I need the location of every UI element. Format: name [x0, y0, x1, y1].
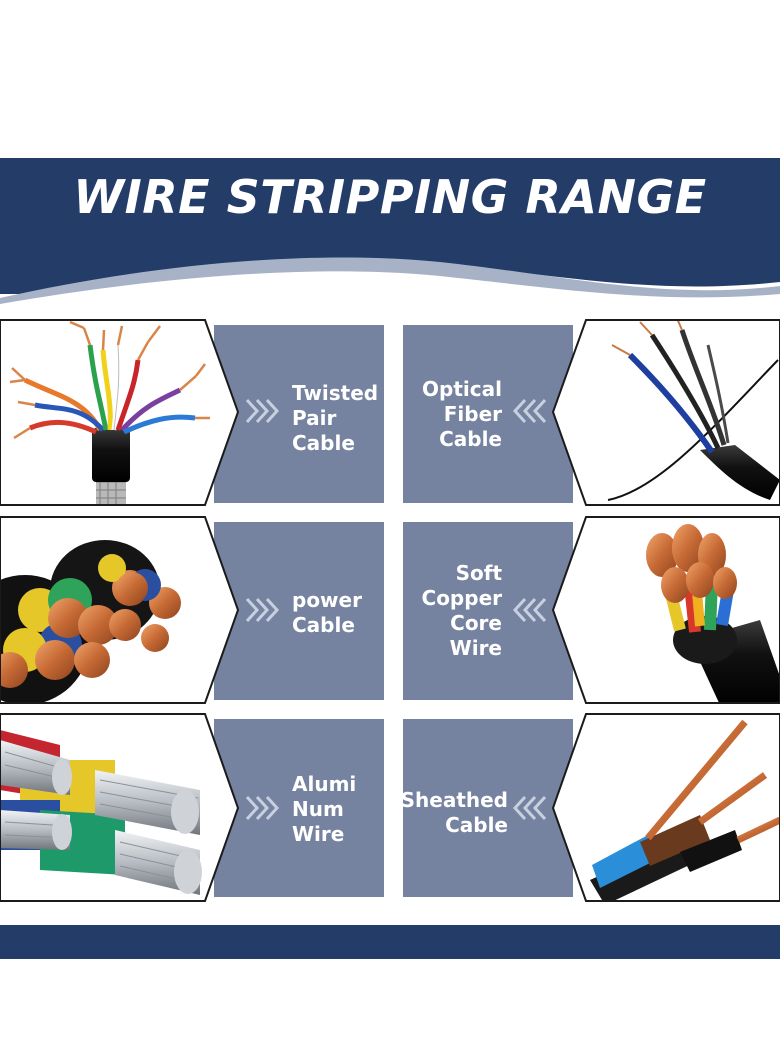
left-arrow-icon	[512, 795, 547, 821]
page-title: WIRE STRIPPING RANGE	[73, 170, 707, 224]
right-arrow-icon	[245, 398, 280, 424]
header-banner	[0, 158, 780, 304]
soft-copper-core-wire-photo	[551, 516, 780, 704]
aluminum-wire-photo	[0, 713, 240, 902]
twisted-pair-cable-photo	[0, 319, 240, 506]
left-arrow-icon	[512, 398, 547, 424]
sheathed-cable-photo	[551, 713, 780, 902]
power-cable-photo	[0, 516, 240, 704]
left-arrow-icon	[512, 597, 547, 623]
right-arrow-icon	[245, 597, 280, 623]
label-panels	[214, 325, 573, 897]
arrow-icons	[245, 398, 547, 821]
footer-band	[0, 925, 780, 959]
right-arrow-icon	[245, 795, 280, 821]
optical-fiber-cable-photo	[551, 319, 780, 506]
